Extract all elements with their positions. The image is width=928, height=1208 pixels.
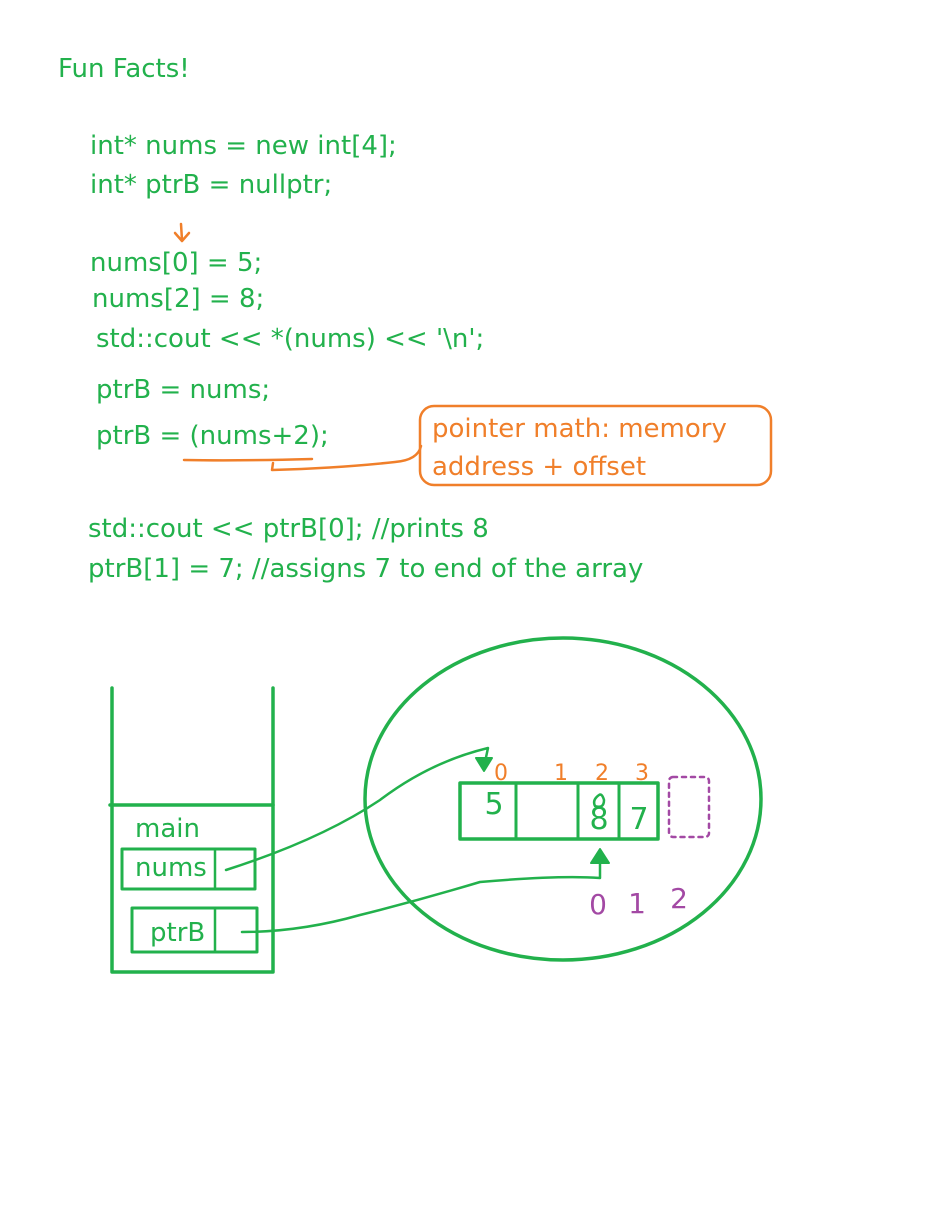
array-value-0: 5 — [484, 787, 503, 822]
annotation-bubble — [418, 404, 773, 487]
annotation-connector — [270, 444, 423, 472]
stack-outline — [110, 686, 275, 974]
nums-box — [120, 847, 257, 891]
code-line-5: std::cout << *(nums) << '\n'; — [96, 324, 485, 354]
nums-pointer-arrowhead-icon — [475, 757, 493, 772]
ptrB-pointer-line — [240, 854, 602, 934]
code-line-1: int* nums = new int[4]; — [90, 131, 397, 161]
orange-arrow-icon — [173, 222, 191, 243]
nums-pointer-line — [224, 746, 490, 872]
ptrB-box — [130, 906, 259, 954]
code-line-7: ptrB = (nums+2); — [96, 421, 329, 451]
page-title: Fun Facts! — [58, 54, 190, 84]
ptrB-pointer-arrowhead-icon — [590, 848, 610, 864]
ptrB-index-2: 2 — [670, 882, 688, 915]
ptrB-index-0: 0 — [589, 888, 607, 921]
code-line-2: int* ptrB = nullptr; — [90, 170, 333, 200]
ptrB-index-1: 1 — [628, 887, 646, 920]
underline-nums-plus-2 — [182, 457, 314, 462]
code-line-9: ptrB[1] = 7; //assigns 7 to end of the a… — [88, 554, 644, 584]
stack-var-nums: nums — [135, 853, 207, 883]
heap-ellipse — [363, 636, 763, 962]
code-line-8: std::cout << ptrB[0]; //prints 8 — [88, 514, 489, 544]
array-index-2: 2 — [595, 761, 609, 786]
annotation-line-1: pointer math: memory — [432, 414, 727, 444]
stack-frame-label: main — [135, 814, 200, 844]
heap-array — [458, 781, 660, 841]
array-index-0: 0 — [494, 761, 508, 786]
array-value-3: 7 — [629, 802, 648, 837]
code-line-4: nums[2] = 8; — [92, 284, 265, 314]
out-of-bounds-slot — [667, 775, 711, 839]
array-index-1: 1 — [554, 761, 568, 786]
array-value-2: 8 — [589, 802, 608, 837]
stack-var-ptrB: ptrB — [150, 918, 206, 948]
scribbled-zero — [592, 793, 606, 808]
annotation-line-2: address + offset — [432, 452, 647, 482]
code-line-3: nums[0] = 5; — [90, 248, 263, 278]
array-index-3: 3 — [635, 761, 649, 786]
code-line-6: ptrB = nums; — [96, 375, 271, 405]
